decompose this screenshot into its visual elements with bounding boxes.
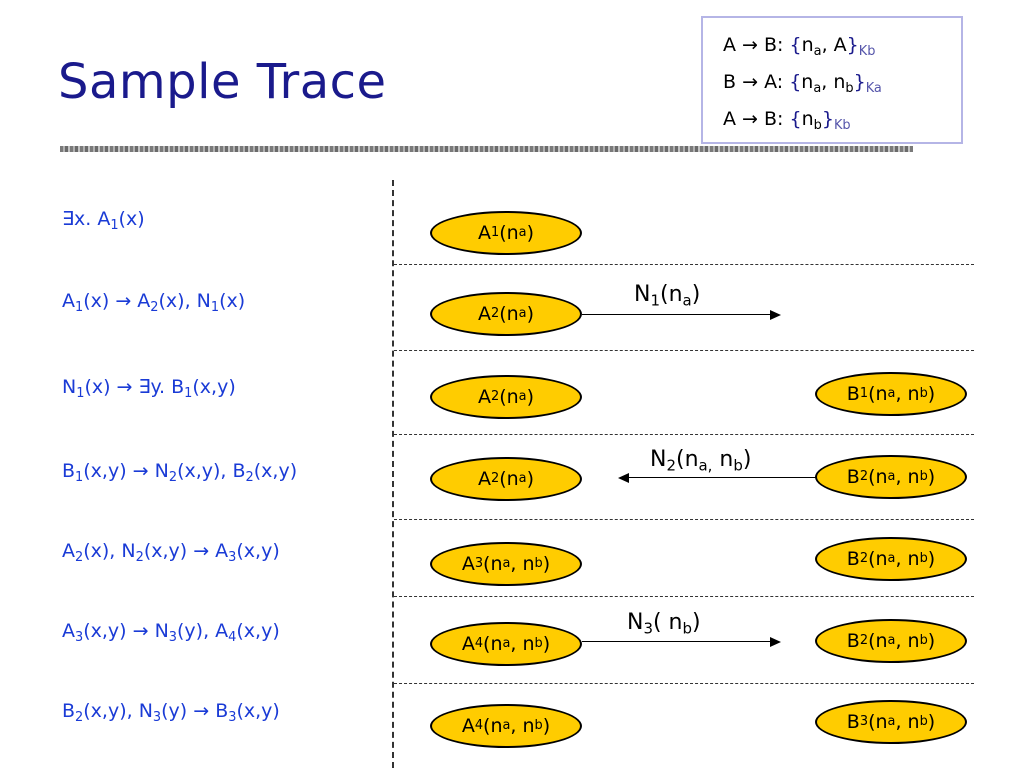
message-arrow xyxy=(582,314,772,315)
protocol-term-sub: b xyxy=(813,117,822,133)
protocol-term: n xyxy=(833,71,846,93)
brace-open: { xyxy=(789,71,802,93)
protocol-key: Kb xyxy=(858,43,876,59)
protocol-term-sub: b xyxy=(845,80,854,96)
row-divider xyxy=(394,350,974,351)
brace-close: } xyxy=(853,71,866,93)
protocol-term-sub: a xyxy=(813,43,822,59)
protocol-sep: , xyxy=(821,71,828,93)
brace-close: } xyxy=(846,34,859,56)
arrow-icon: → xyxy=(742,34,758,56)
arrow-right-icon xyxy=(770,637,781,647)
protocol-term-sub: a xyxy=(813,80,822,96)
protocol-key: Ka xyxy=(865,80,882,96)
protocol-line: A → B: {nb}Kb xyxy=(723,108,851,133)
trace-step: N1(x) → ∃y. B1(x,y) xyxy=(62,376,236,401)
trace-step: A2(x), N2(x,y) → A3(x,y) xyxy=(62,540,280,565)
trace-step: A3(x,y) → N3(y), A4(x,y) xyxy=(62,620,280,645)
protocol-receiver: B: xyxy=(764,34,784,56)
message-label: N1(na) xyxy=(634,282,701,310)
message-label: N3( nb) xyxy=(627,610,701,638)
row-divider xyxy=(394,596,974,597)
row-divider xyxy=(394,519,974,520)
protocol-term: n xyxy=(801,108,814,130)
arrow-icon: → xyxy=(742,108,758,130)
arrow-right-icon xyxy=(770,310,781,320)
message-label: N2(na, nb) xyxy=(650,447,752,475)
protocol-sep: , xyxy=(821,34,828,56)
protocol-receiver: B: xyxy=(764,108,784,130)
brace-close: } xyxy=(821,108,834,130)
message-arrow xyxy=(628,477,816,478)
protocol-term: n xyxy=(801,34,814,56)
protocol-sender: A xyxy=(723,108,736,130)
protocol-sender: A xyxy=(723,34,736,56)
page-title: Sample Trace xyxy=(58,54,387,110)
trace-step: B1(x,y) → N2(x,y), B2(x,y) xyxy=(62,460,298,485)
title-rule xyxy=(60,146,913,152)
row-divider xyxy=(394,434,974,435)
protocol-line: B → A: {na, nb}Ka xyxy=(723,71,882,96)
protocol-key: Kb xyxy=(833,117,851,133)
protocol-term: A xyxy=(833,34,847,56)
trace-step: B2(x,y), N3(y) → B3(x,y) xyxy=(62,700,280,725)
protocol-sender: B xyxy=(723,71,737,93)
protocol-line: A → B: {na, A}Kb xyxy=(723,34,875,59)
brace-open: { xyxy=(789,34,802,56)
row-divider xyxy=(394,264,974,265)
brace-open: { xyxy=(789,108,802,130)
protocol-box: A → B: {na, A}Kb B → A: {na, nb}Ka A → B… xyxy=(701,16,963,144)
vertical-divider xyxy=(392,180,394,768)
trace-step: A1(x) → A2(x), N1(x) xyxy=(62,290,246,315)
arrow-left-icon xyxy=(618,473,629,483)
protocol-term: n xyxy=(801,71,814,93)
protocol-receiver: A: xyxy=(764,71,784,93)
message-arrow xyxy=(582,641,772,642)
arrow-icon: → xyxy=(742,71,759,93)
row-divider xyxy=(394,683,974,684)
trace-step: ∃x. A1(x) xyxy=(62,208,145,233)
